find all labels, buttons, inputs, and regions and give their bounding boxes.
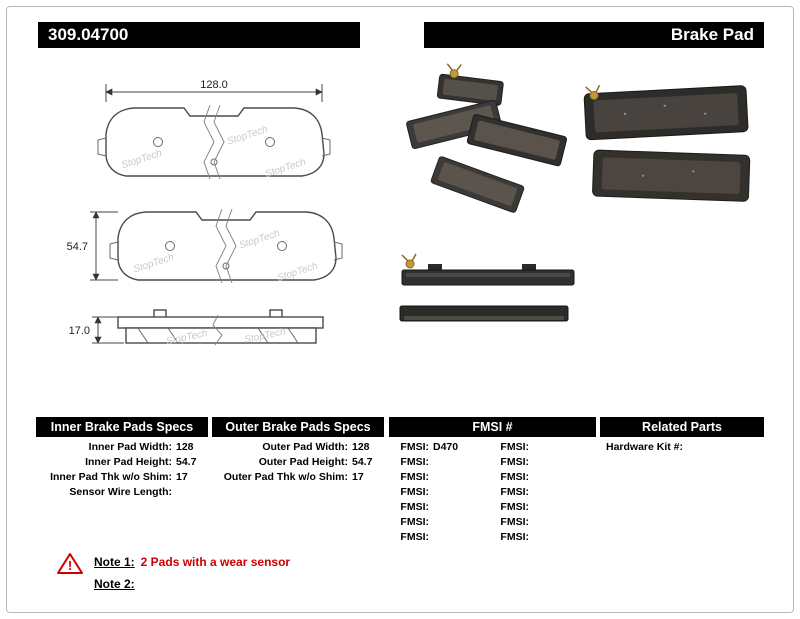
spec-value: [176, 485, 204, 500]
warning-glyph: !: [68, 558, 72, 573]
fmsi-row: FMSI: FMSI:: [389, 485, 597, 500]
brake-pad-photo: [592, 149, 751, 202]
technical-drawing: StopTech StopTech StopTech 128.0 54.7 17…: [67, 78, 343, 347]
spec-row: Inner Pad Width: 128: [36, 440, 204, 455]
fmsi-label: FMSI:: [400, 441, 429, 453]
note-1-label: Note 1:: [94, 555, 135, 569]
product-photos: [399, 62, 751, 322]
fmsi-label: FMSI:: [400, 531, 429, 543]
part-number: 309.04700: [48, 25, 129, 44]
product-type-bar: Brake Pad: [424, 22, 764, 48]
photo-pad-edge-views: [399, 253, 575, 322]
pad-front-view-top: [97, 104, 331, 181]
thickness-dimension-label: 17.0: [69, 325, 90, 337]
brake-pad-photo: [466, 114, 568, 167]
spec-row: Outer Pad Width: 128: [212, 440, 380, 455]
fmsi-row: FMSI: FMSI:: [389, 500, 597, 515]
height-dimension-label: 54.7: [67, 241, 88, 253]
related-parts-rows: Hardware Kit #:: [606, 440, 762, 455]
fmsi-label: FMSI:: [500, 456, 529, 468]
spec-row: Sensor Wire Length:: [36, 485, 204, 500]
fmsi-label: FMSI:: [500, 471, 529, 483]
spec-value: 17: [352, 471, 364, 483]
brake-pad-photo: [583, 84, 749, 141]
fmsi-rows: FMSI: D470 FMSI: FMSI: FMSI: FMSI: FMSI: …: [389, 440, 597, 545]
outer-specs-header: Outer Brake Pads Specs: [212, 417, 384, 437]
fmsi-label: FMSI:: [400, 501, 429, 513]
fmsi-label: FMSI:: [400, 456, 429, 468]
fmsi-label: FMSI:: [500, 486, 529, 498]
brake-pad-photo: [430, 156, 525, 213]
fmsi-label: FMSI:: [400, 516, 429, 528]
spec-row: Outer Pad Height: 54.7: [212, 455, 380, 470]
spec-value: 54.7: [176, 456, 197, 468]
spec-row: Inner Pad Thk w/o Shim: 17: [36, 470, 204, 485]
inner-specs-header: Inner Brake Pads Specs: [36, 417, 208, 437]
fmsi-row: FMSI: FMSI:: [389, 515, 597, 530]
spec-label: Inner Pad Width:: [88, 441, 172, 453]
fmsi-label: FMSI:: [500, 516, 529, 528]
fmsi-label: FMSI:: [500, 531, 529, 543]
product-type: Brake Pad: [670, 25, 754, 44]
page-border: [6, 6, 794, 613]
fmsi-label: FMSI:: [400, 486, 429, 498]
spec-label: Outer Pad Height:: [258, 456, 348, 468]
note-1-text: 2 Pads with a wear sensor: [140, 555, 291, 569]
note-2-label: Note 2:: [94, 577, 135, 591]
related-parts-header: Related Parts: [600, 417, 764, 437]
spec-value: 17: [176, 471, 188, 483]
thickness-dimension: 17.0: [69, 316, 124, 344]
spec-label: Outer Pad Width:: [262, 441, 348, 453]
photo-pad-cluster: [406, 62, 568, 213]
brake-pad-photo: [436, 62, 504, 106]
spec-label: Outer Pad Thk w/o Shim:: [223, 471, 348, 483]
inner-specs-rows: Inner Pad Width: 128 Inner Pad Height: 5…: [36, 440, 204, 500]
warning-icon: !: [57, 553, 83, 574]
width-dimension-label: 128.0: [200, 79, 228, 91]
fmsi-label: FMSI:: [500, 441, 529, 453]
note-2: Note 2:: [94, 577, 141, 591]
spec-value: 128: [352, 441, 370, 453]
fmsi-row: FMSI: FMSI:: [389, 470, 597, 485]
spec-label: Inner Pad Height:: [85, 456, 172, 468]
spec-label: Hardware Kit #:: [606, 441, 684, 453]
pad-side-view: StopTech StopTech: [117, 309, 324, 347]
height-dimension: 54.7: [67, 211, 118, 281]
fmsi-value: D470: [433, 441, 459, 453]
spec-label: Sensor Wire Length:: [69, 486, 172, 498]
pad-front-view-bottom: [109, 208, 343, 285]
brake-pad-edge-photo: [399, 305, 569, 322]
spec-row: Inner Pad Height: 54.7: [36, 455, 204, 470]
fmsi-header: FMSI #: [389, 417, 596, 437]
photo-pad-pair: [583, 84, 751, 202]
fmsi-label: FMSI:: [400, 471, 429, 483]
spec-row: Hardware Kit #:: [606, 440, 762, 455]
fmsi-label: FMSI:: [500, 501, 529, 513]
part-number-bar: 309.04700: [38, 22, 360, 48]
spec-value: 128: [176, 441, 194, 453]
spec-row: Outer Pad Thk w/o Shim: 17: [212, 470, 380, 485]
width-dimension: 128.0: [105, 78, 323, 102]
spec-label: Inner Pad Thk w/o Shim:: [50, 471, 172, 483]
outer-specs-rows: Outer Pad Width: 128 Outer Pad Height: 5…: [212, 440, 380, 485]
wear-sensor-icon: [401, 253, 417, 269]
spec-value: 54.7: [352, 456, 373, 468]
fmsi-row: FMSI: FMSI:: [389, 530, 597, 545]
note-1: Note 1: 2 Pads with a wear sensor: [94, 555, 290, 569]
fmsi-row: FMSI: FMSI:: [389, 455, 597, 470]
brake-pad-edge-photo: [401, 264, 575, 286]
fmsi-row: FMSI: D470 FMSI:: [389, 440, 597, 455]
